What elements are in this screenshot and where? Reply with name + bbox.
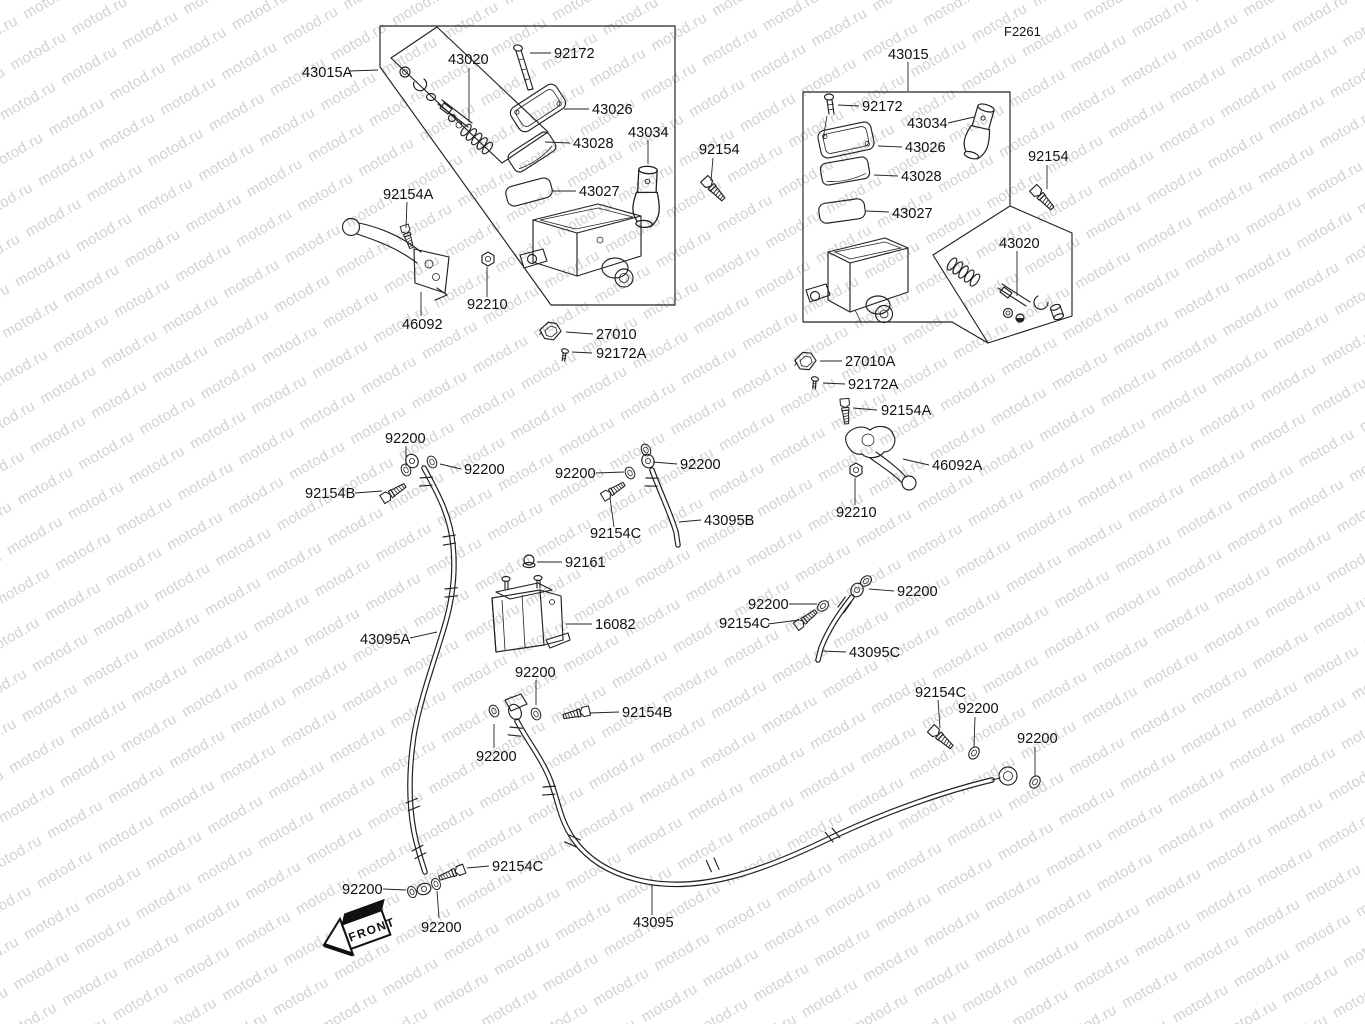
part-label-92154B[interactable]: 92154B	[305, 486, 355, 502]
part-label-92154C[interactable]: 92154C	[590, 526, 641, 542]
part-label-92200[interactable]: 92200	[748, 597, 789, 613]
leader-line	[436, 890, 440, 919]
middle-parts-art	[792, 350, 917, 491]
leader-line	[865, 210, 890, 213]
front-direction-arrow: FRONT	[322, 898, 397, 957]
leader-line	[947, 116, 975, 124]
leader-line	[565, 331, 594, 335]
part-label-92154C[interactable]: 92154C	[492, 859, 543, 875]
part-label-43027[interactable]: 43027	[892, 206, 933, 222]
figure-code: F2261	[1004, 24, 1041, 39]
leader-line	[354, 490, 383, 494]
leader-line	[902, 458, 930, 466]
part-label-27010[interactable]: 27010	[596, 327, 637, 343]
part-label-92200[interactable]: 92200	[958, 701, 999, 717]
leader-line	[837, 104, 860, 107]
leader-line	[382, 888, 407, 891]
leader-line	[822, 382, 846, 385]
part-label-43095A[interactable]: 43095A	[360, 632, 411, 648]
brake-hoses-art	[379, 442, 1043, 900]
part-label-92172A[interactable]: 92172A	[596, 346, 647, 362]
part-label-92154[interactable]: 92154	[1028, 149, 1069, 165]
part-label-43027[interactable]: 43027	[579, 184, 620, 200]
part-label-46092[interactable]: 46092	[402, 317, 443, 333]
leader-line	[868, 588, 895, 592]
leader-line	[544, 141, 571, 144]
part-label-92200[interactable]: 92200	[897, 584, 938, 600]
part-label-43020[interactable]: 43020	[999, 236, 1040, 252]
leader-line	[589, 711, 620, 714]
part-label-92200[interactable]: 92200	[464, 462, 505, 478]
part-label-92154[interactable]: 92154	[699, 142, 740, 158]
leader-line	[609, 497, 615, 528]
part-label-92172[interactable]: 92172	[862, 99, 903, 115]
part-label-92200[interactable]: 92200	[342, 882, 383, 898]
leader-line	[767, 619, 800, 625]
part-label-92200[interactable]: 92200	[680, 457, 721, 473]
part-label-43015A[interactable]: 43015A	[302, 65, 353, 81]
leader-line	[821, 650, 847, 653]
leader-line	[466, 865, 490, 869]
part-label-92210[interactable]: 92210	[836, 505, 877, 521]
leader-line	[973, 716, 976, 748]
part-label-92154A[interactable]: 92154A	[881, 403, 932, 419]
leader-line	[595, 471, 625, 474]
leader-line	[405, 201, 408, 229]
part-label-92200[interactable]: 92200	[1017, 731, 1058, 747]
part-label-43026[interactable]: 43026	[592, 102, 633, 118]
part-label-46092A[interactable]: 46092A	[932, 458, 983, 474]
part-label-43026[interactable]: 43026	[905, 140, 946, 156]
right-master-cylinder-assembly-art	[802, 91, 1073, 344]
leader-line	[571, 351, 593, 354]
leader-line	[678, 519, 702, 523]
leader-line	[877, 145, 903, 148]
part-label-92154B[interactable]: 92154B	[622, 705, 672, 721]
part-label-92200[interactable]: 92200	[515, 665, 556, 681]
leader-line	[852, 407, 878, 411]
part-label-92172[interactable]: 92172	[554, 46, 595, 62]
part-label-43028[interactable]: 43028	[573, 136, 614, 152]
leader-line	[409, 631, 438, 639]
abs-unit-art	[491, 554, 571, 653]
leader-line	[873, 174, 899, 177]
part-label-92200[interactable]: 92200	[476, 749, 517, 765]
part-label-43095C[interactable]: 43095C	[849, 645, 900, 661]
part-label-43020[interactable]: 43020	[448, 52, 489, 68]
part-label-27010A[interactable]: 27010A	[845, 354, 896, 370]
part-labels-layer: 43015A 43020 92172 43026 43028 43034 92154 4302…	[302, 46, 1069, 936]
part-label-43095[interactable]: 43095	[633, 915, 674, 931]
left-master-cylinder-assembly-art	[341, 25, 728, 363]
part-label-43034[interactable]: 43034	[907, 116, 948, 132]
part-label-92200[interactable]: 92200	[555, 466, 596, 482]
part-label-43028[interactable]: 43028	[901, 169, 942, 185]
part-label-92210[interactable]: 92210	[467, 297, 508, 313]
leader-line	[710, 157, 714, 182]
leader-line	[937, 699, 941, 729]
part-label-92154C[interactable]: 92154C	[915, 685, 966, 701]
part-label-92200[interactable]: 92200	[421, 920, 462, 936]
part-label-92200[interactable]: 92200	[385, 431, 426, 447]
part-label-92161[interactable]: 92161	[565, 555, 606, 571]
part-label-43034[interactable]: 43034	[628, 125, 669, 141]
leader-line	[652, 461, 678, 465]
part-label-43095B[interactable]: 43095B	[704, 513, 754, 529]
part-label-92172A[interactable]: 92172A	[848, 377, 899, 393]
part-label-43015[interactable]: 43015	[888, 47, 929, 63]
part-label-92154A[interactable]: 92154A	[383, 187, 434, 203]
leader-line	[439, 463, 462, 470]
part-label-16082[interactable]: 16082	[595, 617, 636, 633]
part-label-92154C[interactable]: 92154C	[719, 616, 770, 632]
leader-line	[348, 69, 379, 72]
